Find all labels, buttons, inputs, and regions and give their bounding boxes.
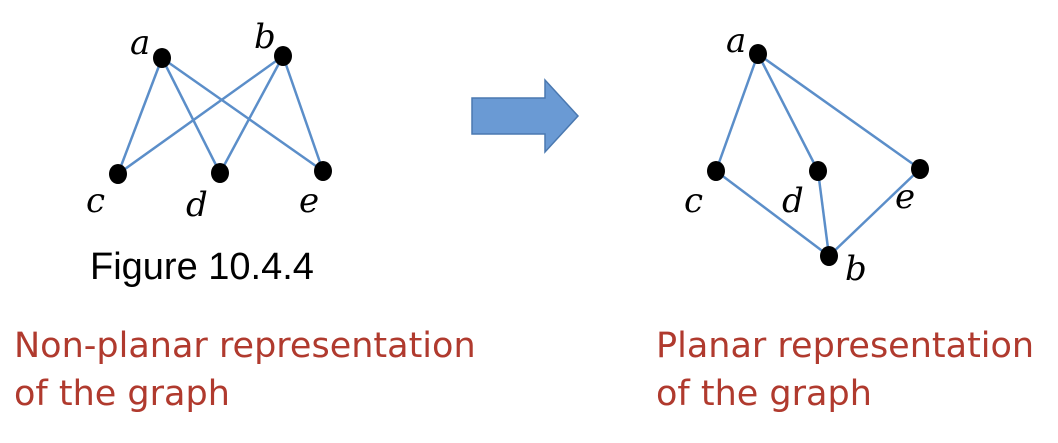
left-node-d bbox=[211, 163, 229, 183]
right-node-label-c: c bbox=[684, 181, 704, 221]
left-caption-line-1: Non-planar representation bbox=[14, 326, 476, 366]
right-node-d bbox=[809, 161, 827, 181]
right-edge-d-b bbox=[816, 170, 831, 257]
right-graph-nodes bbox=[707, 44, 929, 266]
left-caption: Non-planar representation of the graph bbox=[14, 322, 476, 418]
left-graph-edges bbox=[116, 54, 325, 176]
left-edge-b-c bbox=[117, 54, 284, 176]
left-node-label-b: b bbox=[254, 17, 276, 57]
right-node-b bbox=[820, 246, 838, 266]
left-node-a bbox=[153, 48, 171, 68]
right-graph-edges bbox=[714, 52, 921, 257]
left-node-label-e: e bbox=[299, 181, 320, 221]
right-caption-line-2: of the graph bbox=[656, 374, 872, 414]
right-edge-a-d bbox=[756, 53, 820, 172]
right-edge-a-e bbox=[757, 52, 921, 171]
left-edge-a-e bbox=[161, 56, 324, 173]
right-node-label-b: b bbox=[845, 249, 867, 289]
left-edge-b-e bbox=[281, 55, 325, 172]
left-edge-a-c bbox=[116, 57, 164, 175]
right-arrow-icon bbox=[471, 78, 580, 154]
left-graph-nodes bbox=[109, 46, 332, 184]
left-edge-a-d bbox=[160, 57, 222, 174]
right-node-a bbox=[749, 44, 767, 64]
left-node-b bbox=[274, 46, 292, 66]
left-node-e bbox=[314, 161, 332, 181]
right-node-e bbox=[911, 159, 929, 179]
left-node-label-a: a bbox=[130, 23, 151, 63]
left-node-c bbox=[109, 164, 127, 184]
right-edge-c-b bbox=[715, 170, 830, 257]
left-node-label-d: d bbox=[186, 185, 208, 225]
left-node-label-c: c bbox=[86, 181, 106, 221]
right-node-label-d: d bbox=[782, 181, 804, 221]
right-caption: Planar representation of the graph bbox=[656, 322, 1034, 418]
right-edge-a-c bbox=[714, 53, 760, 172]
right-edge-e-b bbox=[828, 168, 921, 257]
right-node-c bbox=[707, 161, 725, 181]
right-node-label-e: e bbox=[895, 177, 916, 217]
left-edge-b-d bbox=[218, 55, 285, 174]
left-caption-line-2: of the graph bbox=[14, 374, 230, 414]
right-caption-line-1: Planar representation bbox=[656, 326, 1035, 366]
right-node-label-a: a bbox=[726, 21, 747, 61]
figure-label: Figure 10.4.4 bbox=[90, 246, 314, 288]
